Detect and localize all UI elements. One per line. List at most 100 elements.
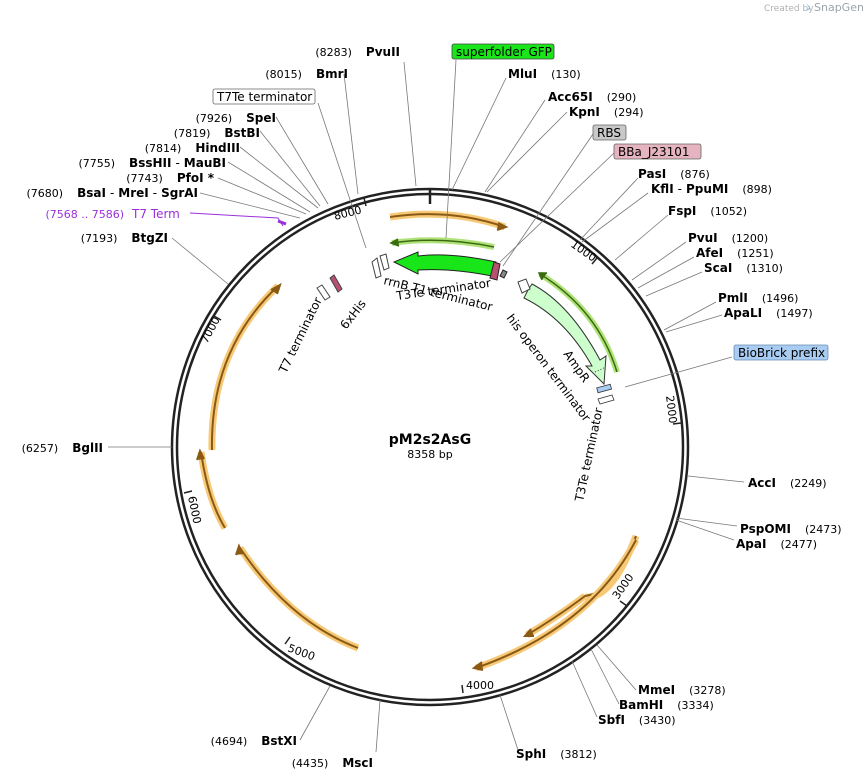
leader-pasi xyxy=(579,177,639,241)
leader-sgrai xyxy=(199,192,301,219)
enzyme-bsshii-maubi: (7755)BssHII-MauBI xyxy=(78,156,226,170)
t7-terminator-label: T7 terminator xyxy=(276,295,325,376)
leader-maubi xyxy=(227,161,311,213)
superfolder-gfp-box-text: superfolder GFP xyxy=(456,45,552,59)
rbs-marker xyxy=(499,269,508,279)
enzyme-acci: AccI(2249) xyxy=(748,476,827,490)
enzyme-pspomi: PspOMI(2473) xyxy=(740,522,842,536)
leader-mlui xyxy=(451,77,507,191)
leader-acc65i xyxy=(484,99,546,193)
t7te-terminator-box-text: T7Te terminator xyxy=(216,90,312,104)
leader-bstxi xyxy=(299,685,331,741)
rrnb-t1-glyph xyxy=(371,257,382,279)
leader-bstbi xyxy=(259,130,321,207)
enzyme-pasi: PasI(876) xyxy=(638,167,710,181)
enzyme-pfoi: (7743)PfoI * xyxy=(126,171,214,185)
leader-t7te-term xyxy=(317,102,367,249)
enzyme-bamhi: BamHI(3334) xyxy=(619,698,714,712)
tick-8000 xyxy=(363,197,367,207)
bba-j23101-box-text: BBa_J23101 xyxy=(618,145,690,159)
leader-gfp xyxy=(445,59,457,239)
t7te-terminator-box: T7Te terminator xyxy=(212,88,316,105)
his-operon-glyph xyxy=(517,278,531,294)
tick-4000 xyxy=(461,684,464,694)
leader-msci xyxy=(375,699,381,753)
leader-bamhi xyxy=(590,648,620,705)
promoter-marker xyxy=(489,261,501,281)
biobrick-prefix-box-text: BioBrick prefix xyxy=(738,346,825,360)
tick-6000 xyxy=(183,490,193,494)
rbs-box: RBS xyxy=(592,124,627,141)
enzyme-btgzi: (7193)BtgZI xyxy=(81,231,168,245)
created-by-credit: Created by xyxy=(764,4,814,14)
leader-sphi xyxy=(499,694,519,751)
leader-acci xyxy=(687,475,745,483)
tick-label-4000: 4000 xyxy=(466,679,494,692)
snapgene-brand: SnapGene xyxy=(814,1,863,14)
enzyme-afei: AfeI(1251) xyxy=(696,246,774,260)
t7-term-site-mark xyxy=(277,219,287,226)
leader-lines xyxy=(108,59,745,753)
tick-label-2000: 2000 xyxy=(663,395,679,424)
t3te-right-feature xyxy=(597,394,615,405)
leader-pvuii xyxy=(403,61,417,187)
leader-btgzi xyxy=(171,237,229,285)
ampr-feature xyxy=(523,283,607,386)
t3te-terminator-right-label: T3Te terminator xyxy=(572,407,606,504)
orf-arc-left-2 xyxy=(208,283,281,451)
leader-kpni xyxy=(486,111,568,193)
leader-hindiii xyxy=(239,146,319,209)
leader-spei xyxy=(275,116,329,205)
tick-2000 xyxy=(672,422,682,425)
enzyme-bstxi: (4694)BstXI xyxy=(211,734,297,748)
enzyme-bsai-mrei-sgrai: (7680)BsaI-MreI-SgrAI xyxy=(27,186,199,200)
enzyme-scai: ScaI(1310) xyxy=(704,261,783,275)
orf-arc-top-core xyxy=(389,213,506,228)
enzyme-spei: (7926)SpeI xyxy=(196,111,276,125)
leader-pvui xyxy=(631,241,687,281)
enzyme-msci: (4435)MscI xyxy=(292,756,373,770)
leader-bba xyxy=(499,152,615,263)
enzyme-mlui: MluI(130) xyxy=(508,67,581,81)
leader-pmli xyxy=(663,301,717,331)
tick-label-7000: 7000 xyxy=(198,315,223,346)
rbs-box-text: RBS xyxy=(597,126,621,140)
enzyme-apai: ApaI(2477) xyxy=(736,537,817,551)
enzyme-mmei: MmeI(3278) xyxy=(638,683,726,697)
t3te-top-glyph xyxy=(379,253,390,271)
enzyme-kpni: KpnI(294) xyxy=(569,105,644,119)
sixxhis-glyph xyxy=(329,274,343,293)
plasmid-name: pM2s2AsG xyxy=(389,432,471,448)
t7-term-name: T7 Term xyxy=(131,207,180,221)
enzyme-acc65i: Acc65I(290) xyxy=(548,90,636,104)
leader-rbs xyxy=(502,133,594,267)
superfolder-gfp-feature xyxy=(392,251,497,277)
leader-apali xyxy=(665,314,723,333)
t7-term-label: (7568 .. 7586) T7 Term xyxy=(45,207,179,221)
leader-mmei xyxy=(596,644,637,691)
orf-arc-bottom-right-2 xyxy=(474,538,640,672)
enzyme-labels-left: (8283)PvuII (8015)BmrI (7926)SpeI (7819)… xyxy=(22,45,400,770)
enzyme-bstbi: (7819)BstBI xyxy=(174,126,260,140)
enzyme-labels-right: MluI(130) Acc65I(290) KpnI(294) PasI(876… xyxy=(508,67,842,761)
bba-j23101-box: BBa_J23101 xyxy=(613,143,702,160)
enzyme-bglii: (6257)BglII xyxy=(22,441,103,455)
plasmid-size: 8358 bp xyxy=(407,448,452,461)
tick-label-6000: 6000 xyxy=(185,495,204,525)
enzyme-sbfi: SbfI(3430) xyxy=(598,713,676,727)
orf-arc-left-1 xyxy=(197,451,229,530)
tick-5000 xyxy=(284,636,291,645)
enzyme-kfli-ppumi: KflI-PpuMI(898) xyxy=(651,182,772,196)
enzyme-fspi: FspI(1052) xyxy=(668,204,747,218)
enzyme-sphi: SphI(3812) xyxy=(516,747,597,761)
leader-bmri xyxy=(343,73,359,195)
biobrick-prefix-box: BioBrick prefix xyxy=(733,344,829,361)
leader-biobrick xyxy=(624,356,733,388)
biobrick-prefix-feature xyxy=(596,383,613,394)
tick-label-5000: 5000 xyxy=(286,642,317,664)
leader-apai xyxy=(675,519,735,541)
gfp-orf-arcs xyxy=(389,237,620,373)
tick-1000 xyxy=(591,257,598,265)
tick-3000 xyxy=(619,600,628,607)
